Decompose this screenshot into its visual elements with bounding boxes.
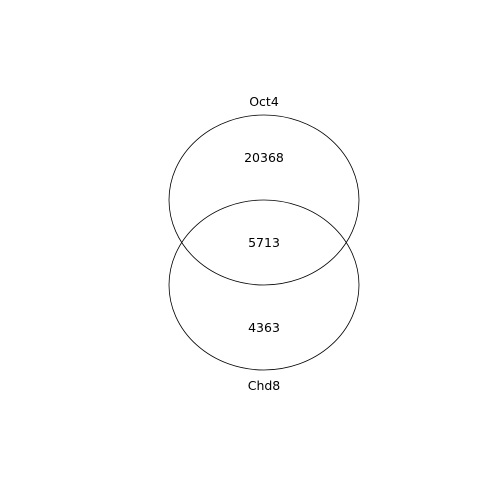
set-label-oct4: Oct4 [249, 94, 279, 109]
set-chd8-ellipse [168, 199, 360, 371]
region-count-intersection: 5713 [248, 235, 280, 250]
region-count-chd8-only: 4363 [248, 320, 280, 335]
region-count-oct4-only: 20368 [244, 150, 284, 165]
set-label-chd8: Chd8 [248, 378, 281, 393]
set-oct4-ellipse [168, 114, 360, 286]
